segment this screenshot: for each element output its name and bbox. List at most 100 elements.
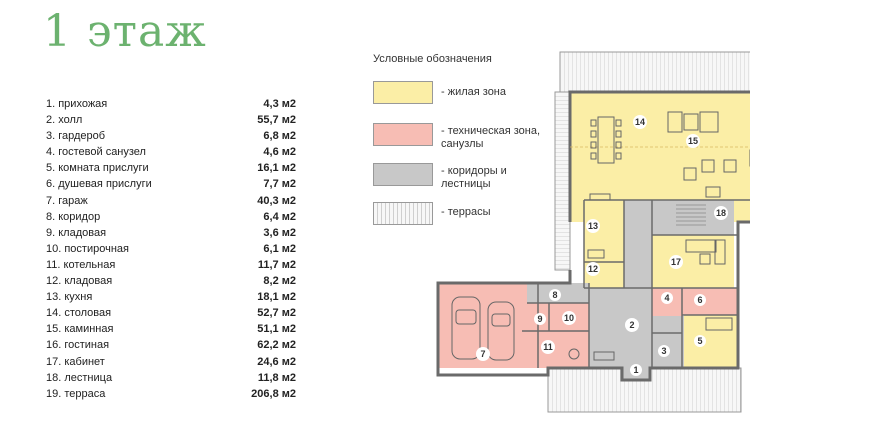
room-name: 2. холл bbox=[46, 114, 83, 127]
room-row: 13. кухня 18,1 м2 bbox=[46, 289, 296, 305]
zone-hall-upper bbox=[624, 200, 652, 288]
walls bbox=[436, 90, 750, 382]
room-area: 40,3 м2 bbox=[257, 194, 296, 207]
terrace-top bbox=[559, 51, 750, 93]
room-area: 24,6 м2 bbox=[257, 355, 296, 368]
room-area: 8,2 м2 bbox=[263, 275, 296, 288]
room-area: 16,1 м2 bbox=[257, 162, 296, 175]
room-name: 1. прихожая bbox=[46, 98, 108, 110]
room-row: 16. гостиная 62,2 м2 bbox=[46, 337, 296, 353]
car-icon bbox=[451, 296, 515, 361]
sofa-icon bbox=[683, 149, 750, 198]
room-number-2: 2 bbox=[629, 320, 634, 330]
room-number-13: 13 bbox=[588, 221, 598, 231]
zone-boiler bbox=[522, 330, 589, 368]
room-number-3: 3 bbox=[661, 346, 666, 356]
room-name: 6. душевая прислуги bbox=[46, 178, 152, 191]
room-number-5: 5 bbox=[697, 336, 702, 346]
room-row: 8. коридор 6,4 м2 bbox=[46, 209, 296, 225]
room-number-18: 18 bbox=[716, 208, 726, 218]
dining-table-icon bbox=[590, 116, 622, 164]
room-name: 10. постирочная bbox=[46, 242, 129, 255]
room-row: 6. душевая прислуги 7,7 м2 bbox=[46, 176, 296, 192]
legend-label-corridor: - коридоры и лестницы bbox=[441, 165, 507, 190]
room-name: 5. комната прислуги bbox=[46, 162, 149, 175]
bed-icon bbox=[705, 317, 733, 331]
boiler-icon bbox=[568, 348, 615, 361]
room-number-12: 12 bbox=[588, 264, 598, 274]
room-area: 11,7 м2 bbox=[257, 258, 296, 271]
room-number-14: 14 bbox=[635, 117, 645, 127]
room-area: 6,4 м2 bbox=[263, 210, 296, 223]
legend-item-corridor: - коридоры и лестницы bbox=[373, 163, 541, 191]
room-area: 51,1 м2 bbox=[257, 323, 296, 336]
room-number-8: 8 bbox=[552, 290, 557, 300]
room-number-labels: 1 2 3 4 5 6 7 8 9 10 11 12 13 14 15 16 1… bbox=[476, 115, 728, 376]
legend: Условные обозначения - жилая зона - техн… bbox=[373, 53, 563, 225]
kitchen-icon bbox=[587, 193, 611, 259]
legend-label-terrace: - террасы bbox=[441, 206, 491, 218]
legend-item-technical: - техническая зона, санузлы bbox=[373, 123, 541, 151]
inner-walls bbox=[522, 199, 750, 368]
legend-item-living: - жилая зона bbox=[373, 81, 541, 104]
fireplace-icon bbox=[667, 111, 719, 133]
desk-icon bbox=[685, 239, 726, 265]
legend-swatch-living bbox=[373, 81, 433, 104]
legend-swatch-terrace bbox=[373, 202, 433, 225]
zone-corridor-wc bbox=[652, 316, 684, 333]
legend-title: Условные обозначения bbox=[373, 53, 492, 65]
room-row: 5. комната прислуги 16,1 м2 bbox=[46, 160, 296, 176]
room-area: 18,1 м2 bbox=[257, 291, 296, 304]
room-name: 13. кухня bbox=[46, 291, 93, 304]
room-area: 206,8 м2 bbox=[251, 387, 296, 400]
zone-shower bbox=[682, 288, 738, 315]
room-area: 4,3 м2 bbox=[263, 98, 296, 110]
zone-servant-room bbox=[684, 315, 738, 368]
room-number-4: 4 bbox=[664, 293, 669, 303]
room-name: 18. лестница bbox=[46, 371, 113, 384]
room-row: 3. гардероб 6,8 м2 bbox=[46, 128, 296, 144]
room-number-11: 11 bbox=[543, 342, 553, 352]
room-name: 16. гостиная bbox=[46, 339, 110, 352]
legend-item-terrace: - террасы bbox=[373, 202, 541, 225]
room-area: 6,8 м2 bbox=[263, 130, 296, 143]
stair-treads bbox=[676, 204, 706, 226]
room-row: 7. гараж 40,3 м2 bbox=[46, 193, 296, 209]
room-row: 17. кабинет 24,6 м2 bbox=[46, 354, 296, 370]
room-area: 55,7 м2 bbox=[257, 114, 296, 127]
room-name: 4. гостевой санузел bbox=[46, 146, 146, 159]
room-name: 17. кабинет bbox=[46, 355, 105, 368]
room-row: 19. терраса 206,8 м2 bbox=[46, 386, 296, 402]
room-number-1: 1 bbox=[633, 365, 638, 375]
room-area: 62,2 м2 bbox=[257, 339, 296, 352]
room-name: 8. коридор bbox=[46, 210, 101, 223]
room-name: 14. столовая bbox=[46, 307, 112, 320]
legend-swatch-technical bbox=[373, 123, 433, 146]
room-number-17: 17 bbox=[671, 257, 681, 267]
room-area: 11,8 м2 bbox=[257, 371, 296, 384]
terrace-left bbox=[554, 91, 571, 271]
room-area: 3,6 м2 bbox=[263, 226, 296, 239]
room-number-10: 10 bbox=[564, 313, 574, 323]
room-row: 2. холл 55,7 м2 bbox=[46, 112, 296, 128]
room-number-15: 15 bbox=[688, 136, 698, 146]
zone-hall bbox=[589, 288, 652, 368]
room-area: 7,7 м2 bbox=[263, 178, 296, 191]
room-row: 1. прихожая 4,3 м2 bbox=[46, 96, 296, 112]
legend-swatch-corridor bbox=[373, 163, 433, 186]
room-name: 7. гараж bbox=[46, 194, 88, 207]
room-name: 3. гардероб bbox=[46, 130, 106, 143]
page-title: 1 этаж bbox=[43, 6, 207, 57]
room-number-7: 7 bbox=[480, 349, 485, 359]
room-number-6: 6 bbox=[697, 295, 702, 305]
room-name: 19. терраса bbox=[46, 387, 106, 400]
room-name: 11. котельная bbox=[46, 258, 116, 271]
room-name: 9. кладовая bbox=[46, 226, 107, 239]
legend-label-technical: - техническая зона, санузлы bbox=[441, 125, 541, 150]
zone-cabinet bbox=[652, 235, 734, 290]
